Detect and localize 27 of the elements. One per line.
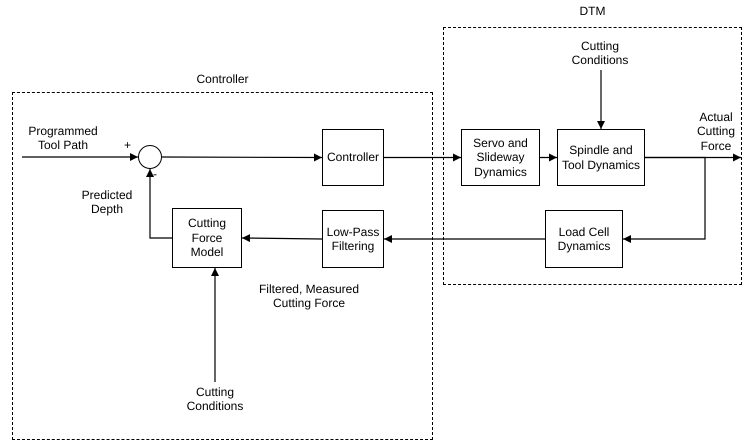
block: Low-Pass Filtering xyxy=(322,210,384,268)
arrow xyxy=(597,70,605,129)
block: Servo and Slideway Dynamics xyxy=(461,129,540,186)
arrow xyxy=(211,268,219,382)
arrow xyxy=(146,169,172,239)
edge-label: Actual Cutting Force xyxy=(696,110,736,154)
arrow xyxy=(384,154,461,162)
sign-label: - xyxy=(153,167,157,181)
input-label: Cutting Conditions xyxy=(180,382,250,416)
sign-label: + xyxy=(124,138,132,152)
arrow xyxy=(242,234,322,242)
arrow xyxy=(540,154,557,162)
block: Load Cell Dynamics xyxy=(545,210,623,268)
edge-label: Filtered, Measured Cutting Force xyxy=(258,282,360,311)
block: Cutting Force Model xyxy=(172,208,242,268)
block: Controller xyxy=(322,129,384,186)
edge-label: Programmed Tool Path xyxy=(27,124,99,153)
summing-junction xyxy=(138,145,162,169)
input-label: Cutting Conditions xyxy=(565,36,635,70)
arrow xyxy=(22,153,138,161)
arrow xyxy=(162,153,322,162)
edge-label: Predicted Depth xyxy=(80,188,134,217)
arrow xyxy=(384,235,545,243)
block: Spindle and Tool Dynamics xyxy=(557,129,645,186)
group-title: DTM xyxy=(578,4,606,18)
group-title: Controller xyxy=(195,72,250,86)
arrow xyxy=(623,156,706,243)
